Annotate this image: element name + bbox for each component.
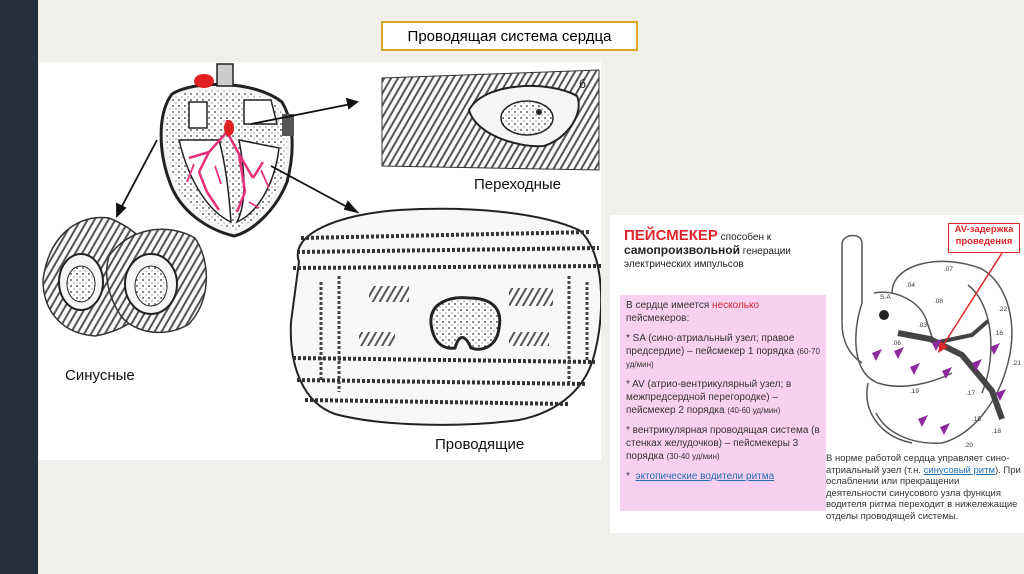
header-rest1: способен к: [718, 232, 771, 243]
av-delay-label: AV-задержка проведения: [948, 223, 1020, 253]
caption-conducting: Проводящие: [433, 436, 526, 453]
slide-frame-bar: [0, 0, 38, 574]
pacemaker-header: ПЕЙСМЕКЕР способен к самопроизвольной ге…: [624, 229, 824, 271]
label-08: .08: [934, 298, 943, 305]
pacemaker-panel: ПЕЙСМЕКЕР способен к самопроизвольной ге…: [610, 215, 1024, 533]
pacemaker-item-ventricular: * вентрикулярная проводящая система (в с…: [626, 424, 820, 463]
corner-mark: б: [579, 77, 586, 91]
pacemaker-list-box: В сердце имеется несколько пейсмекеров: …: [620, 295, 826, 511]
label-sa: S-A: [880, 294, 892, 301]
label-19: .19: [910, 388, 919, 395]
label-03: .03: [918, 322, 927, 329]
header-bold: самопроизвольной: [624, 243, 740, 257]
sinus-rhythm-link[interactable]: синусовый ритм: [924, 465, 995, 476]
conducting-cell-drawing: [291, 209, 601, 425]
label-20: .20: [964, 442, 973, 449]
ectopic-link[interactable]: эктопические водители ритма: [635, 471, 774, 482]
label-17: .17: [966, 390, 975, 397]
slide-title: Проводящая система сердца: [381, 21, 638, 51]
transitional-cells-drawing: б: [382, 70, 599, 170]
label-18: .18: [992, 428, 1001, 435]
label-16: .16: [994, 330, 1003, 337]
pacemaker-item-sa: * SA (сино-атриальный узел; правое предс…: [626, 332, 820, 371]
label-21: .21: [1012, 360, 1021, 367]
label-07: .07: [944, 266, 953, 273]
caption-transitional: Переходные: [472, 176, 563, 193]
conduction-diagram: S-A .04 .07 .08 .03 .06 .16 .19 .17 .15 …: [822, 223, 1022, 453]
histology-figure: б: [39, 62, 601, 460]
label-06: .06: [892, 340, 901, 347]
caption-sinus: Синусные: [63, 367, 137, 384]
label-04: .04: [906, 282, 915, 289]
label-15: .15: [972, 416, 981, 423]
pacemaker-intro: В сердце имеется несколько пейсмекеров:: [626, 299, 820, 325]
pacemaker-word: ПЕЙСМЕКЕР: [624, 227, 718, 244]
norm-text: В норме работой сердца управляет сино-ат…: [826, 453, 1022, 522]
pacemaker-item-ectopic: * эктопические водители ритма: [626, 470, 820, 483]
histology-drawing: б: [39, 62, 601, 460]
pacemaker-item-av: * AV (атрио-вентрикулярный узел; в межпр…: [626, 378, 820, 417]
label-22: .22: [998, 306, 1007, 313]
heart-drawing: [161, 64, 294, 236]
sinus-cells-drawing: [43, 218, 206, 336]
